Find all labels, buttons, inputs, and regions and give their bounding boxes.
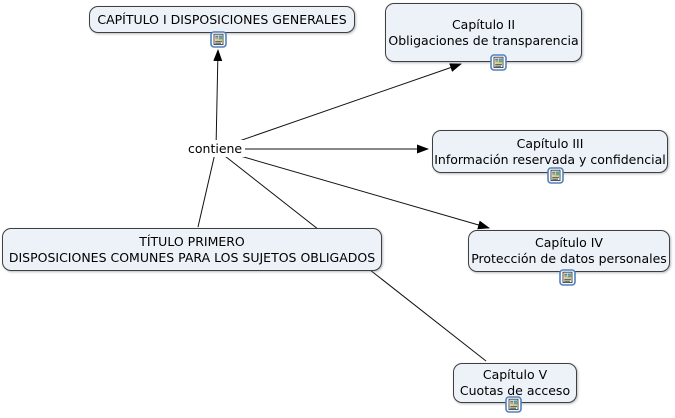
- node-capitulo-2[interactable]: Capítulo II Obligaciones de transparenci…: [385, 3, 582, 62]
- node-capitulo-2-subtitle: Obligaciones de transparencia: [388, 32, 579, 48]
- node-capitulo-3-title: Capítulo III: [516, 135, 584, 151]
- node-capitulo-4-title: Capítulo IV: [535, 235, 603, 250]
- document-resource-icon[interactable]: [505, 396, 522, 413]
- node-titulo-primero[interactable]: TÍTULO PRIMERO DISPOSICIONES COMUNES PAR…: [2, 228, 382, 271]
- connector-contiene-capitulo-2[interactable]: [215, 63, 462, 150]
- connector-titulo-contiene[interactable]: [197, 148, 217, 228]
- node-capitulo-1[interactable]: CAPÍTULO I DISPOSICIONES GENERALES: [89, 6, 355, 33]
- node-capitulo-5-title: Capítulo V: [482, 367, 548, 382]
- document-resource-icon[interactable]: [559, 269, 576, 286]
- node-capitulo-1-label: CAPÍTULO I DISPOSICIONES GENERALES: [97, 11, 347, 27]
- node-capitulo-4-subtitle: Protección de datos personales: [471, 251, 667, 266]
- linking-phrase-contiene[interactable]: contiene: [185, 140, 246, 157]
- connector-contiene-capitulo-4[interactable]: [215, 148, 490, 230]
- node-capitulo-3-subtitle: Información reservada y confidencial: [434, 151, 666, 167]
- node-capitulo-5-subtitle: Cuotas de acceso: [459, 383, 571, 398]
- node-capitulo-2-title: Capítulo II: [451, 16, 516, 32]
- document-resource-icon[interactable]: [490, 54, 507, 71]
- connector-contiene-capitulo-1[interactable]: [213, 49, 223, 150]
- node-capitulo-4[interactable]: Capítulo IV Protección de datos personal…: [468, 230, 670, 272]
- node-titulo-primero-title: TÍTULO PRIMERO: [139, 233, 245, 249]
- document-resource-icon[interactable]: [210, 31, 227, 48]
- node-titulo-primero-subtitle: DISPOSICIONES COMUNES PARA LOS SUJETOS O…: [8, 249, 376, 265]
- document-resource-icon[interactable]: [547, 167, 564, 184]
- node-capitulo-3[interactable]: Capítulo III Información reservada y con…: [432, 130, 668, 173]
